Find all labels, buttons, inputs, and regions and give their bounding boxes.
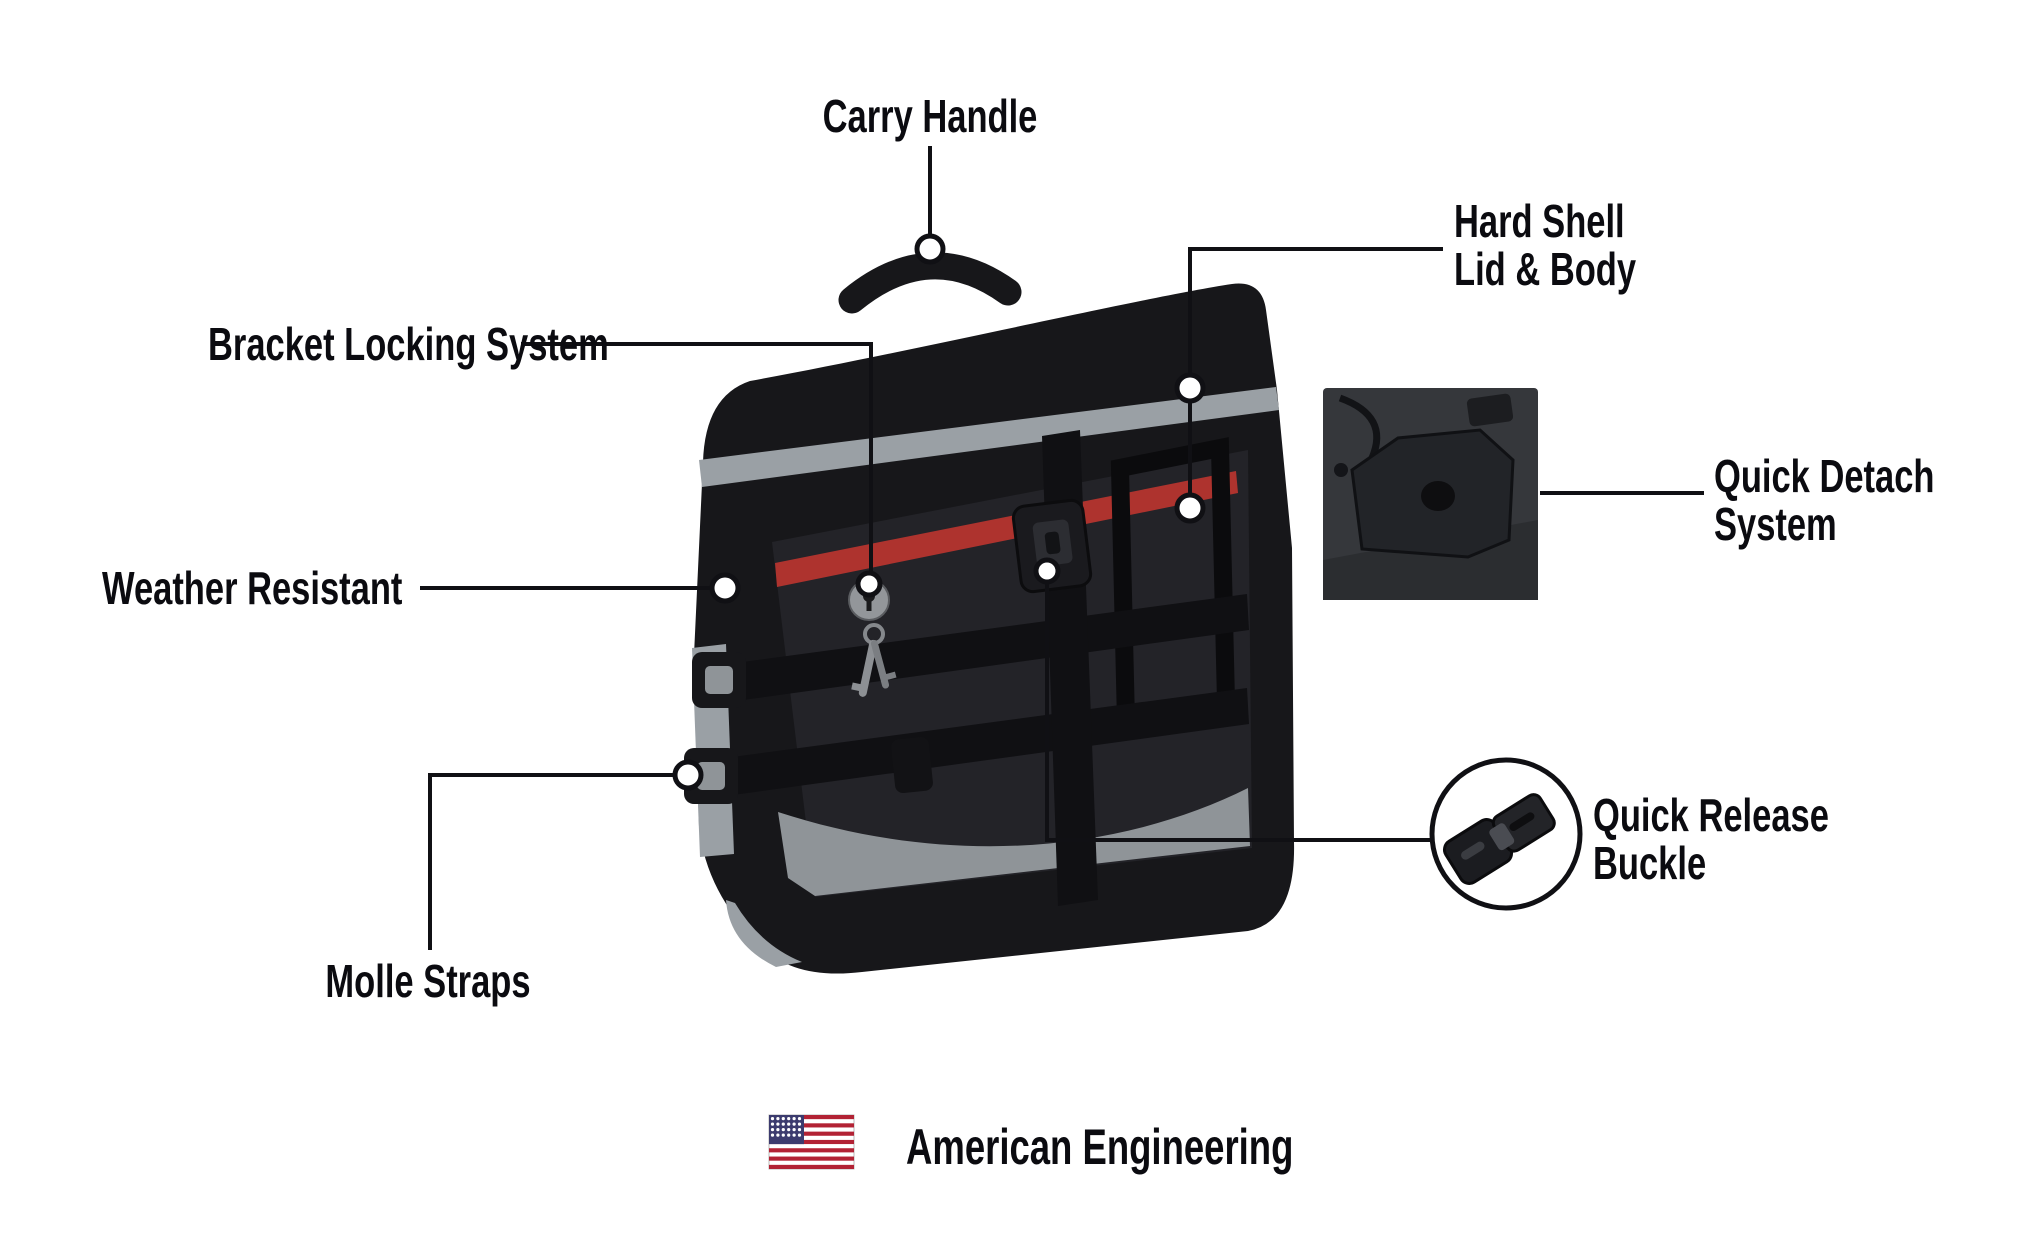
- anchor-points: [672, 233, 1206, 791]
- molle-straps-text: Molle Straps: [325, 955, 531, 1007]
- anchor-carry-handle: [914, 233, 946, 265]
- strap-lower: [695, 688, 1249, 800]
- strap-upper: [698, 594, 1249, 706]
- callout-label-quick-release: Quick Release Buckle: [1593, 791, 1829, 888]
- us-flag-icon: [768, 1114, 855, 1170]
- callout-label-hard-shell: Hard Shell Lid & Body: [1454, 197, 1636, 294]
- carry-handle-shape: [838, 252, 1022, 314]
- connector-bracket-locking: [521, 342, 873, 578]
- connector-molle-straps: [428, 773, 674, 950]
- connector-lines: [420, 146, 1704, 950]
- flag-stars: [770, 1117, 802, 1137]
- callout-label-molle-straps: Molle Straps: [278, 955, 578, 1007]
- quick-detach-text-line1: Quick Detach: [1714, 450, 1935, 502]
- quick-release-buckle-on-bag: [1011, 498, 1093, 594]
- anchor-weather-resistant: [709, 572, 741, 604]
- carry-handle-text: Carry Handle: [822, 90, 1038, 142]
- callout-label-quick-detach: Quick Detach System: [1714, 452, 1935, 549]
- interior-floor: [778, 788, 1250, 896]
- weather-resistant-text: Weather Resistant: [102, 562, 403, 614]
- flag-stripes: [769, 1115, 854, 1169]
- quick-release-text-line2: Buckle: [1593, 837, 1707, 890]
- bottom-edge-trim: [726, 900, 802, 967]
- callout-label-bracket-locking: Bracket Locking System: [208, 318, 609, 370]
- molle-loop-lower: [684, 748, 738, 804]
- callout-label-weather-resistant: Weather Resistant: [102, 562, 403, 614]
- quick-detach-text-line2: System: [1714, 498, 1837, 551]
- quick-release-inset: [1429, 757, 1583, 911]
- bracket-locking-text: Bracket Locking System: [208, 318, 609, 370]
- molle-loop-upper: [692, 652, 746, 708]
- anchor-bracket-locking: [855, 570, 883, 598]
- american-engineering-text: American Engineering: [906, 1119, 1294, 1175]
- anchor-hard-shell-lid: [1174, 372, 1206, 404]
- hard-shell-text-line1: Hard Shell: [1454, 195, 1625, 247]
- anchor-quick-release: [1033, 557, 1061, 585]
- strap-keeper: [891, 736, 933, 794]
- connector-hard-shell: [1188, 247, 1443, 508]
- anchor-molle-straps: [672, 759, 704, 791]
- quick-release-buckle-icon: [1442, 793, 1556, 885]
- hard-shell-text-line2: Lid & Body: [1454, 243, 1637, 296]
- saddlebag-illustration: [684, 252, 1295, 974]
- anchor-hard-shell-body: [1174, 492, 1206, 524]
- callout-label-carry-handle: Carry Handle: [705, 90, 1155, 142]
- quick-release-text-line1: Quick Release: [1593, 789, 1829, 841]
- footer-label-american-engineering: American Engineering: [906, 1121, 1293, 1174]
- quick-detach-inset-image: [1323, 388, 1538, 600]
- lid-trim: [699, 387, 1279, 487]
- connector-quick-release: [1045, 583, 1430, 842]
